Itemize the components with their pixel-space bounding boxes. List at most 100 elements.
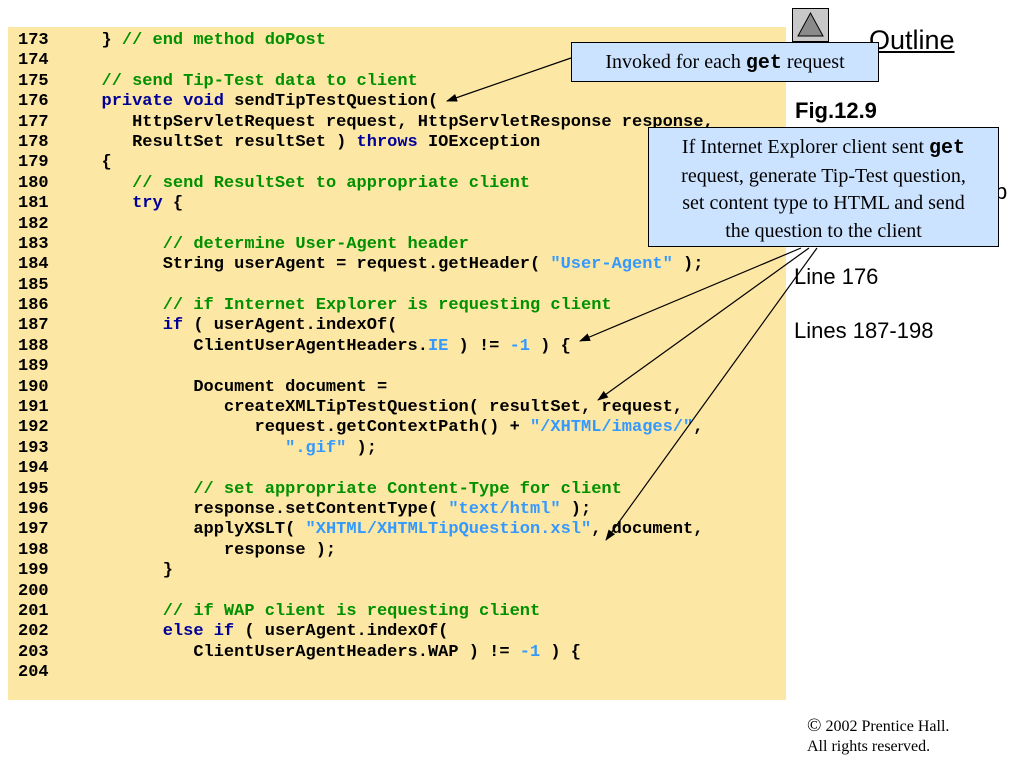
line-number: 197 (18, 520, 49, 540)
copyright-symbol: © (807, 715, 822, 736)
code-text (102, 296, 163, 315)
code-line: 174 (18, 51, 714, 71)
line-number: 194 (18, 459, 49, 479)
code-comment: // send Tip-Test data to client (101, 71, 418, 91)
code-line: 196 response.setContentType( "text/html"… (18, 500, 714, 520)
previous-slide-button[interactable] (792, 8, 829, 42)
code-line: 175 // send Tip-Test data to client (18, 72, 714, 92)
code-literal: "XHTML/XHTMLTipQuestion.xsl" (305, 520, 592, 540)
code-content: if ( userAgent.indexOf( (102, 316, 398, 335)
code-line: 193 ".gif" ); (18, 439, 714, 459)
line-number: 185 (18, 275, 49, 295)
copyright-line: ©2002 Prentice Hall. (807, 716, 949, 737)
code-line: 186 // if Internet Explorer is requestin… (18, 296, 714, 316)
line-number: 196 (18, 499, 49, 519)
line-number: 183 (18, 234, 49, 254)
side-note-lines-187-198: Lines 187-198 (794, 318, 934, 343)
code-content: } // end method doPost (102, 31, 326, 50)
code-text: applyXSLT( (101, 520, 306, 540)
code-literal: "User-Agent" (550, 255, 673, 275)
line-number: 188 (18, 336, 49, 356)
callout-code-get: get (745, 52, 782, 75)
code-comment: // end method doPost (121, 31, 326, 50)
code-text: request.getContextPath() + (101, 418, 530, 438)
code-content: } (102, 561, 173, 580)
code-content: // if WAP client is requesting client (102, 601, 541, 621)
code-text: HttpServletRequest request, HttpServletR… (101, 112, 714, 132)
code-content: ClientUserAgentHeaders.WAP ) != -1 ) { (101, 642, 581, 662)
code-content: request.getContextPath() + "/XHTML/image… (102, 418, 704, 437)
code-comment: // set appropriate Content-Type for clie… (193, 479, 622, 499)
code-text: ); (346, 438, 377, 458)
code-text: ) != (448, 336, 510, 356)
code-content: // set appropriate Content-Type for clie… (102, 479, 622, 499)
code-content: HttpServletRequest request, HttpServletR… (102, 113, 714, 132)
line-number: 195 (18, 479, 49, 499)
figure-label: Fig.12.9 (795, 98, 877, 123)
code-literal: IE (427, 336, 449, 356)
code-keyword: try (132, 194, 163, 214)
triangle-up-icon (797, 11, 824, 37)
callout-text: If Internet Explorer client sent (681, 136, 930, 158)
line-number: 181 (18, 194, 49, 214)
code-keyword: throws (356, 132, 418, 152)
callout-text: request (781, 51, 845, 73)
code-text: ) { (529, 336, 571, 356)
code-content: // send Tip-Test data to client (102, 72, 418, 91)
code-line: 182 (18, 215, 714, 235)
line-number: 201 (18, 601, 49, 621)
callout-code-get: get (929, 137, 966, 160)
line-number: 203 (18, 642, 49, 662)
code-content: ".gif" ); (102, 439, 377, 458)
outline-link[interactable]: Outline (869, 25, 955, 55)
code-text: } (101, 31, 122, 50)
code-keyword: private void (101, 92, 224, 112)
code-text (102, 316, 163, 335)
callout-line: If Internet Explorer client sent get (649, 134, 998, 163)
code-comment: // send ResultSet to appropriate client (132, 173, 530, 193)
code-content: Document document = (101, 377, 388, 397)
code-line: 203 ClientUserAgentHeaders.WAP ) != -1 )… (18, 643, 714, 663)
code-content: else if ( userAgent.indexOf( (102, 622, 449, 641)
code-content: // determine User-Agent header (102, 235, 469, 254)
code-line: 199 } (18, 561, 714, 581)
code-text: ); (672, 255, 704, 275)
code-text (102, 235, 163, 254)
code-text: , (693, 418, 704, 438)
line-number: 175 (18, 71, 49, 91)
code-literal: -1 (519, 642, 541, 662)
code-content: createXMLTipTestQuestion( resultSet, req… (101, 398, 683, 418)
code-comment: // if WAP client is requesting client (162, 601, 541, 621)
code-line: 200 (18, 582, 714, 602)
line-number: 173 (18, 31, 49, 50)
callout-ie-note: If Internet Explorer client sent get req… (648, 127, 999, 247)
code-line: 177 HttpServletRequest request, HttpServ… (18, 113, 714, 133)
code-text: ClientUserAgentHeaders. (101, 336, 428, 356)
callout-text: Invoked for each (605, 51, 746, 73)
code-keyword: if (162, 316, 184, 336)
code-content: ClientUserAgentHeaders.IE ) != -1 ) { (101, 336, 571, 356)
code-text: Document document = (101, 377, 388, 397)
line-number: 180 (18, 173, 49, 193)
code-text: ClientUserAgentHeaders.WAP ) != (101, 642, 520, 662)
code-text (102, 622, 163, 641)
line-number: 190 (18, 377, 49, 397)
code-text (102, 194, 133, 213)
line-number: 191 (18, 398, 49, 418)
code-content: response ); (102, 541, 336, 560)
code-line: 190 Document document = (18, 378, 714, 398)
code-line: 187 if ( userAgent.indexOf( (18, 316, 714, 336)
code-text (102, 174, 133, 193)
code-line: 194 (18, 459, 714, 479)
code-line: 202 else if ( userAgent.indexOf( (18, 622, 714, 642)
code-text: IOException (417, 132, 541, 152)
code-line: 188 ClientUserAgentHeaders.IE ) != -1 ) … (18, 337, 714, 357)
code-text: createXMLTipTestQuestion( resultSet, req… (101, 398, 683, 418)
line-number: 204 (18, 663, 49, 683)
code-line: 183 // determine User-Agent header (18, 235, 714, 255)
code-content: private void sendTipTestQuestion( (102, 92, 439, 111)
code-text: response.setContentType( (101, 499, 449, 519)
code-line: 184 String userAgent = request.getHeader… (18, 255, 714, 275)
line-number: 178 (18, 132, 49, 152)
